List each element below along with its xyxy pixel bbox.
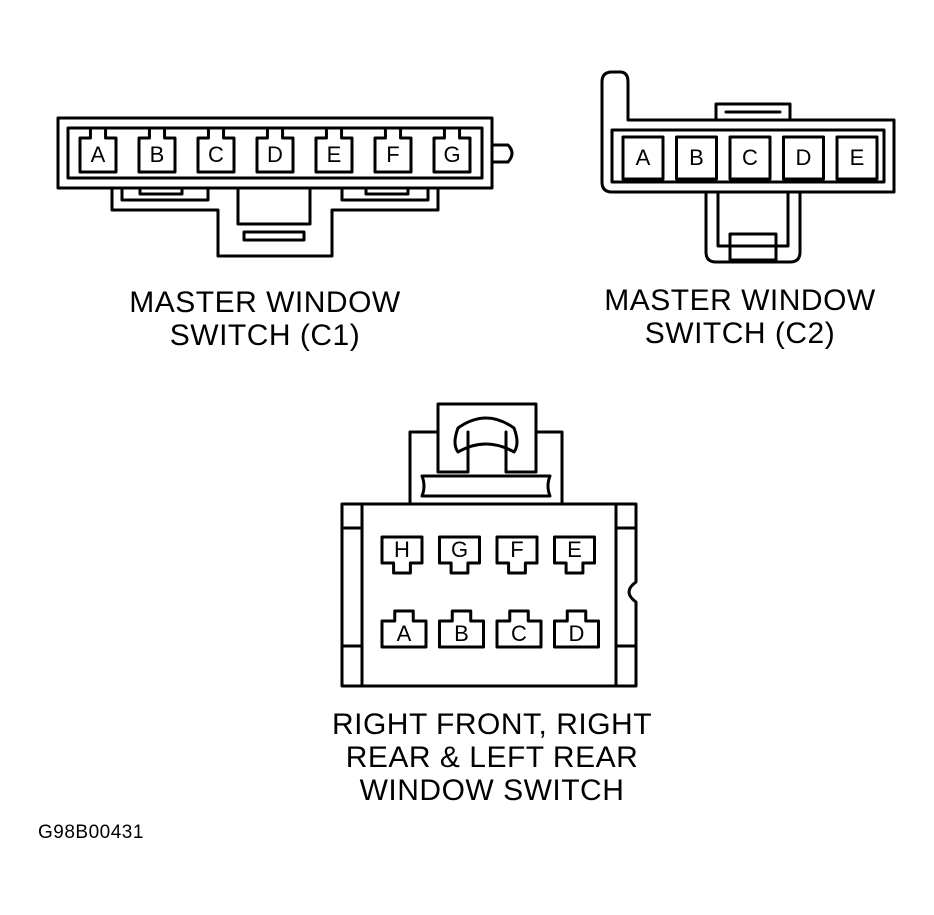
pin-label: E [327, 142, 342, 167]
pin-label: D [267, 142, 283, 167]
rear-pin-d: D [553, 609, 600, 649]
c2-pin-e: E [835, 135, 879, 181]
pin-label: A [636, 145, 651, 170]
c2-pin-c: C [728, 135, 772, 181]
pin-label: E [850, 145, 865, 170]
pin-label: G [443, 142, 460, 167]
c2-pin-a: A [621, 135, 665, 181]
figure-id: G98B00431 [38, 822, 144, 843]
rear-pin-c: C [495, 609, 543, 649]
pin-label: C [208, 142, 224, 167]
rear-pin-h: H [380, 535, 424, 575]
pin-label: A [397, 621, 412, 646]
caption-c1: MASTER WINDOW SWITCH (C1) [129, 286, 401, 352]
pin-label: H [394, 537, 410, 562]
pin-label: F [386, 142, 399, 167]
pin-label: C [511, 621, 527, 646]
connector-c1: A B C D E F G [56, 116, 514, 258]
rear-pin-e: E [553, 535, 596, 575]
pin-label: D [796, 145, 812, 170]
pin-label: G [451, 537, 468, 562]
c1-pin-c: C [196, 126, 236, 174]
c1-pin-b: B [137, 126, 177, 174]
rear-pin-f: F [495, 535, 539, 575]
connector-rear-switch: H G F E A B C D [340, 402, 638, 688]
pin-label: B [689, 145, 704, 170]
pin-label: B [454, 621, 469, 646]
pin-label: D [569, 621, 585, 646]
pin-label: E [567, 537, 582, 562]
caption-rear-switch: RIGHT FRONT, RIGHT REAR & LEFT REAR WIND… [331, 708, 653, 807]
c1-pin-a: A [78, 126, 118, 174]
rear-pin-b: B [438, 609, 485, 649]
connector-c2: A B C D E [600, 70, 896, 264]
rear-pin-g: G [438, 535, 481, 575]
pin-label: C [742, 145, 758, 170]
pin-label: F [510, 537, 523, 562]
caption-c2: MASTER WINDOW SWITCH (C2) [604, 284, 876, 350]
pin-label: B [150, 142, 165, 167]
c1-pin-d: D [255, 126, 295, 174]
pin-label: A [91, 142, 106, 167]
c1-pin-f: F [373, 126, 413, 174]
c1-pin-g: G [432, 126, 472, 174]
rear-pin-a: A [380, 609, 428, 649]
c1-pin-e: E [314, 126, 354, 174]
c2-pin-b: B [675, 135, 718, 181]
c2-pin-d: D [782, 135, 825, 181]
